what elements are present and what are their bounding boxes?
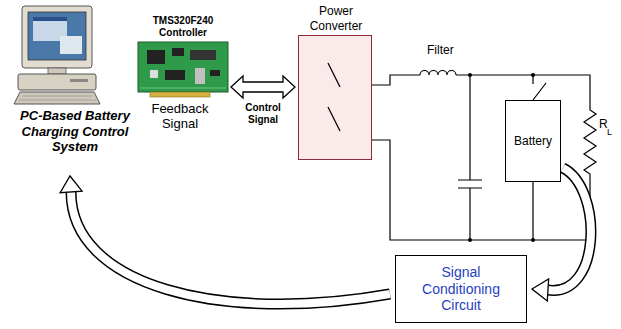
filter-capacitor bbox=[458, 75, 482, 240]
pc-illustration bbox=[14, 6, 100, 104]
double-arrow bbox=[231, 76, 295, 98]
node-title: TMS320F240 Controller bbox=[135, 15, 231, 39]
arrow-head bbox=[60, 176, 82, 193]
filter-label: Filter bbox=[427, 44, 467, 58]
power-converter-box: Power Converter bbox=[298, 35, 372, 160]
signal-conditioning-box: Signal Conditioning Circuit bbox=[395, 255, 527, 323]
signal-arrow bbox=[532, 168, 591, 301]
filter-inductor bbox=[420, 71, 456, 76]
switch-symbol bbox=[298, 35, 372, 160]
battery-box: Battery bbox=[505, 100, 561, 182]
signal-arrow bbox=[60, 176, 390, 304]
edge-label: Control Signal bbox=[235, 102, 291, 125]
arrow-body bbox=[547, 168, 591, 290]
arrow-body bbox=[71, 191, 390, 304]
resistor-subscript: L bbox=[607, 127, 617, 137]
controller-board: TMS320F240 Controller bbox=[138, 42, 228, 95]
pc-caption: PC-Based Battery Charging Control System bbox=[5, 108, 145, 166]
dsp-board-illustration bbox=[138, 42, 228, 97]
signal-label: Feedback Signal bbox=[143, 102, 217, 132]
arrow-outline bbox=[547, 168, 591, 290]
arrow-head bbox=[532, 279, 549, 301]
node-text: Signal Conditioning Circuit bbox=[411, 264, 511, 314]
arrow-outline bbox=[71, 191, 390, 304]
node-text: PC-Based Battery Charging Control System bbox=[10, 108, 140, 155]
circuit-wires bbox=[372, 71, 596, 241]
node-title: Power Converter bbox=[298, 4, 374, 33]
node-text: Battery bbox=[514, 134, 552, 148]
signal-arrow bbox=[231, 76, 295, 98]
